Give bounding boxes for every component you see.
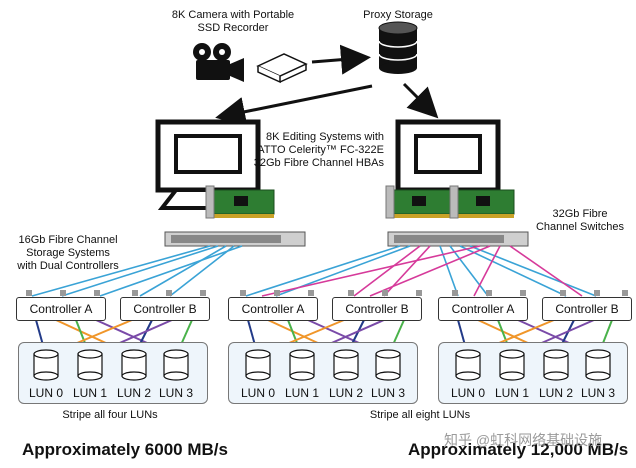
hba-card-icon <box>205 185 275 219</box>
throughput-right: Approximately 12,000 MB/s <box>408 440 629 459</box>
lun-label: LUN 0 <box>28 386 63 400</box>
disk-icon <box>77 349 103 381</box>
disk-icon <box>375 349 401 381</box>
lun-label: LUN 3 <box>370 386 405 400</box>
disk-icon <box>455 349 481 381</box>
controller-b: Controller B <box>120 297 210 321</box>
connector-stubs <box>26 290 628 296</box>
camera-icon <box>193 43 244 82</box>
editing-systems-label: 8K Editing Systems with ATTO Celerity™ F… <box>253 131 384 169</box>
controller-a: Controller A <box>438 297 528 321</box>
stripe-four-label: Stripe all four LUNs <box>62 409 158 421</box>
switches-label: 32Gb Fibre Channel Switches <box>535 208 625 233</box>
camera-label: 8K Camera with Portable SSD Recorder <box>171 9 295 34</box>
lun-label: LUN 1 <box>494 386 529 400</box>
ssd-recorder-icon <box>256 53 308 84</box>
lun-label: LUN 2 <box>328 386 363 400</box>
controller-b: Controller B <box>542 297 632 321</box>
proxy-to-left-arrow <box>215 84 373 127</box>
disk-icon <box>163 349 189 381</box>
proxy-to-right-arrow <box>402 82 439 119</box>
proxy-storage-label: Proxy Storage <box>363 9 433 21</box>
lun-label: LUN 2 <box>116 386 151 400</box>
disk-icon <box>543 349 569 381</box>
fibre-links-right <box>245 245 597 297</box>
disk-icon <box>499 349 525 381</box>
database-icon <box>378 21 418 74</box>
disk-icon <box>121 349 147 381</box>
fibre-links-left <box>31 245 243 297</box>
disk-icon <box>289 349 315 381</box>
disk-icon <box>333 349 359 381</box>
hba-card-icon <box>385 185 451 219</box>
controller-a: Controller A <box>16 297 106 321</box>
disk-icon <box>245 349 271 381</box>
watermark: 知乎 @虹科网络基础设施 <box>444 432 603 448</box>
disk-icon <box>33 349 59 381</box>
lun-label: LUN 3 <box>158 386 193 400</box>
lun-label: LUN 1 <box>72 386 107 400</box>
lun-label: LUN 2 <box>538 386 573 400</box>
controller-a: Controller A <box>228 297 318 321</box>
stripe-eight-label: Stripe all eight LUNs <box>369 409 471 421</box>
hba-card-icon <box>449 185 515 219</box>
lun-label: LUN 0 <box>450 386 485 400</box>
lun-label: LUN 0 <box>240 386 275 400</box>
throughput-left: Approximately 6000 MB/s <box>22 440 228 459</box>
storage-systems-label: 16Gb Fibre Channel Storage Systems with … <box>17 234 119 272</box>
lun-label: LUN 3 <box>580 386 615 400</box>
ingest-arrow <box>311 44 371 75</box>
disk-icon <box>585 349 611 381</box>
lun-label: LUN 1 <box>284 386 319 400</box>
controller-b: Controller B <box>332 297 422 321</box>
